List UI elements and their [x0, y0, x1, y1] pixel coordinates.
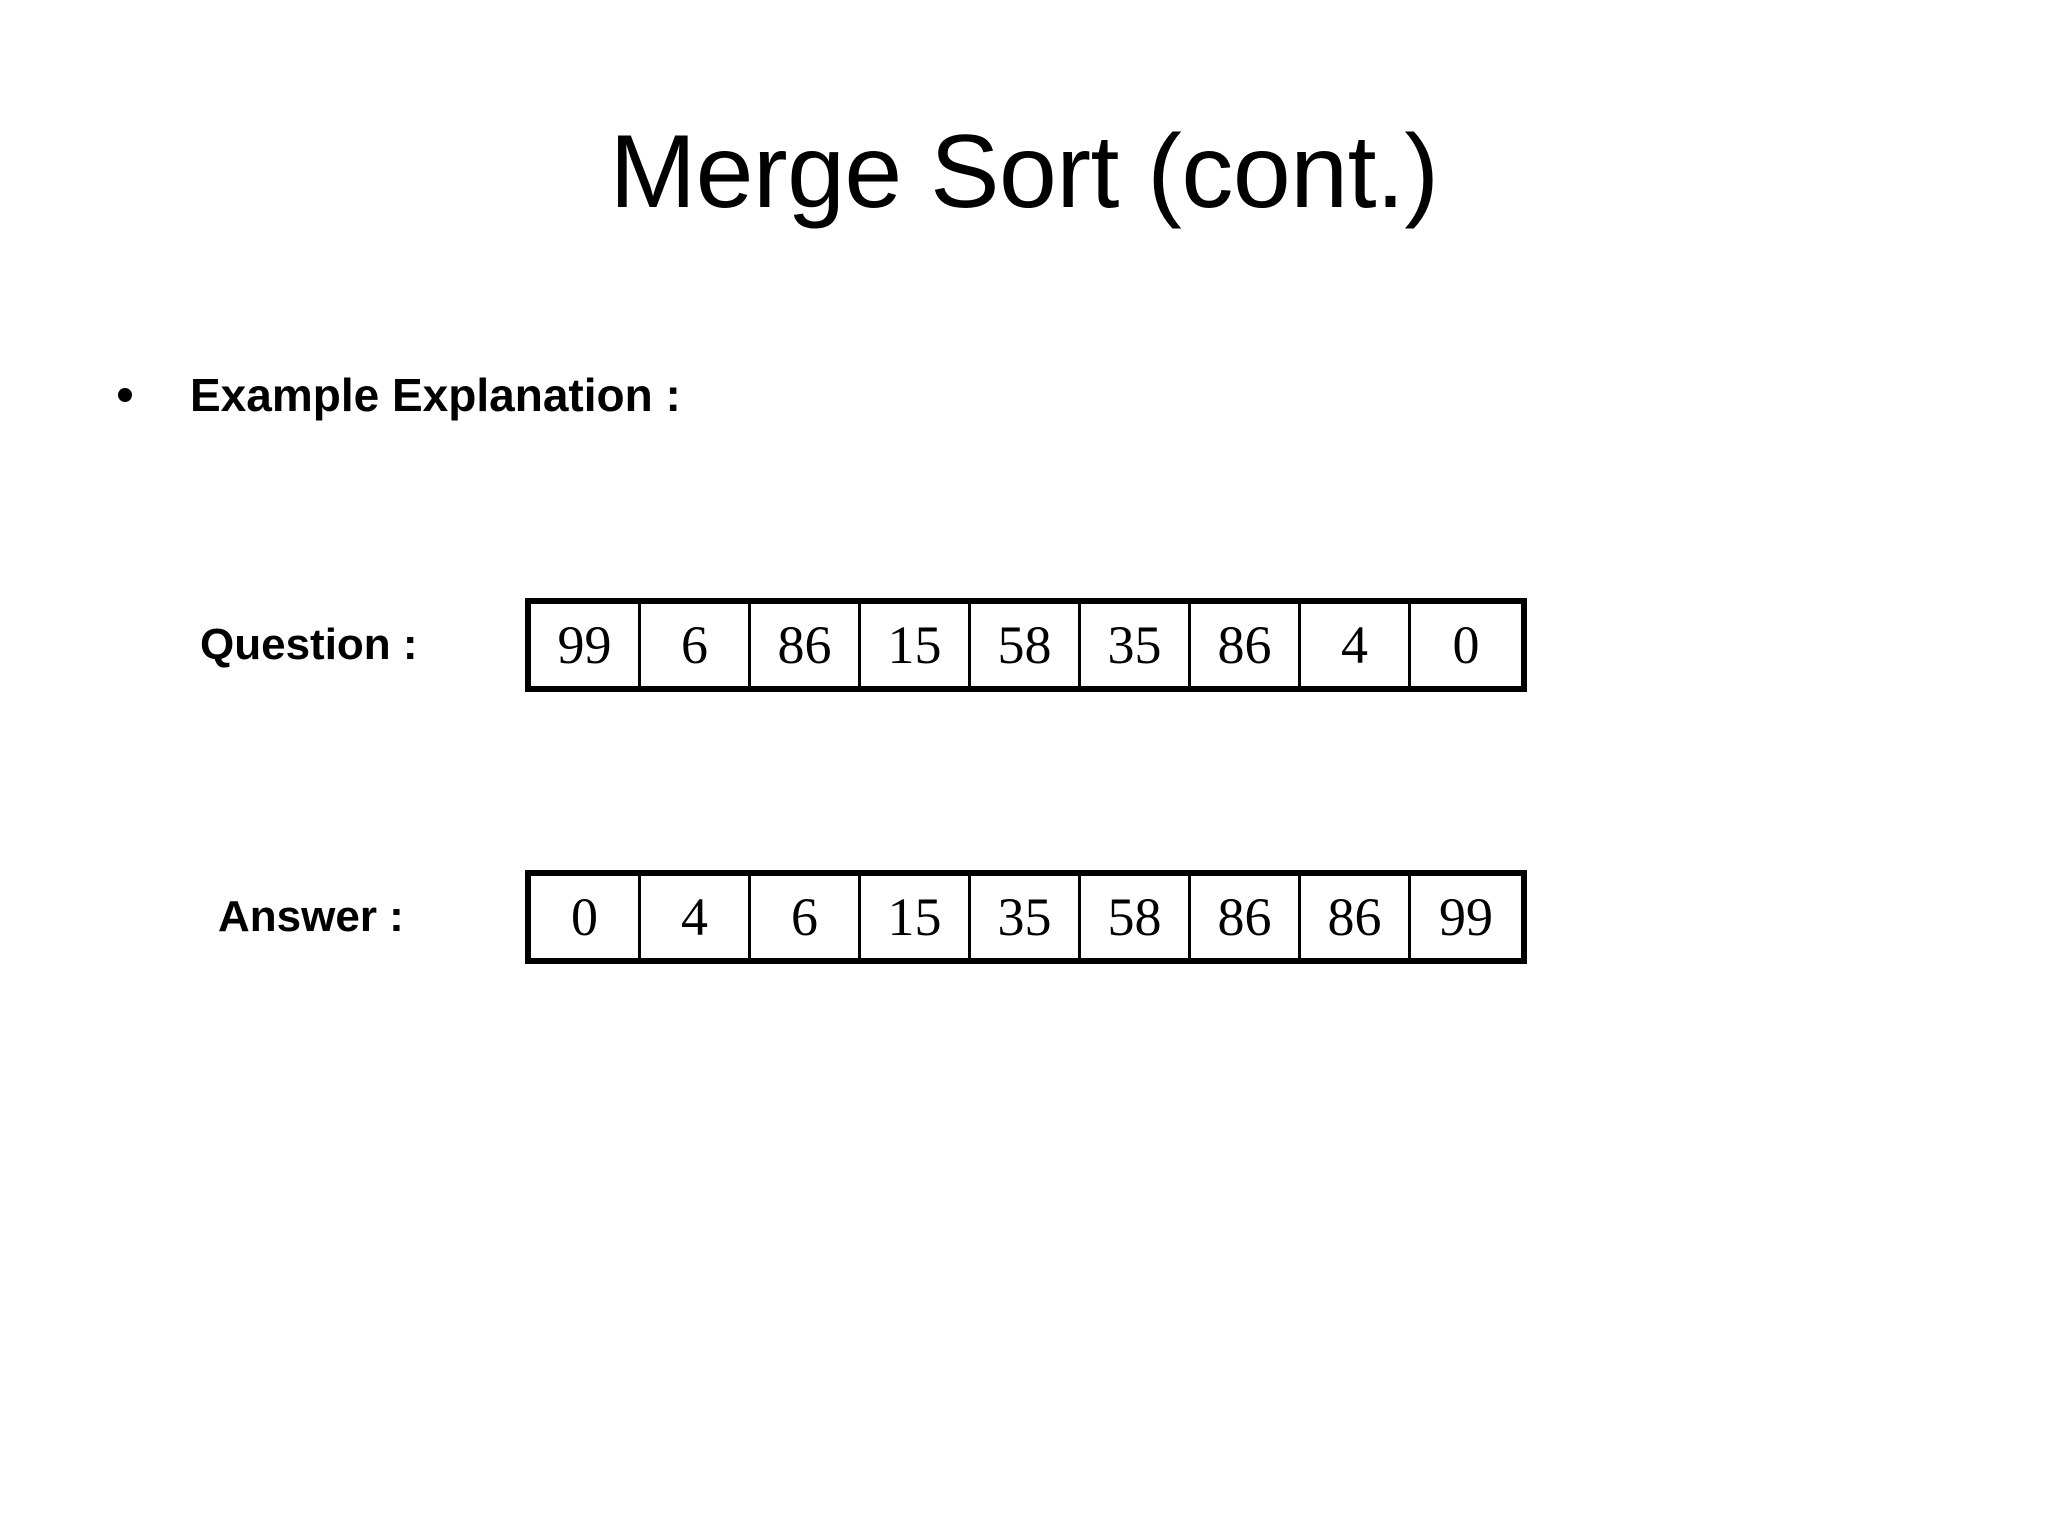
question-cell-0: 99 [531, 604, 641, 686]
bullet-list-item: Example Explanation : [118, 372, 681, 418]
question-cell-2: 86 [751, 604, 861, 686]
answer-label: Answer : [218, 892, 404, 941]
question-array-row: Question : 99 6 86 15 58 35 86 4 0 [200, 598, 1527, 692]
answer-cell-5: 58 [1081, 876, 1191, 958]
question-cell-3: 15 [861, 604, 971, 686]
bullet-dot-icon [118, 388, 132, 402]
question-label: Question : [200, 620, 418, 669]
question-cell-8: 0 [1411, 604, 1521, 686]
question-cell-1: 6 [641, 604, 751, 686]
question-cell-6: 86 [1191, 604, 1301, 686]
answer-cell-3: 15 [861, 876, 971, 958]
bullet-item-label: Example Explanation : [190, 369, 681, 421]
answer-cell-4: 35 [971, 876, 1081, 958]
answer-cell-7: 86 [1301, 876, 1411, 958]
question-cell-5: 35 [1081, 604, 1191, 686]
answer-array-row: Answer : 0 4 6 15 35 58 86 86 99 [218, 870, 1527, 964]
answer-cell-0: 0 [531, 876, 641, 958]
question-array-table: 99 6 86 15 58 35 86 4 0 [525, 598, 1527, 692]
question-cell-4: 58 [971, 604, 1081, 686]
answer-array-table: 0 4 6 15 35 58 86 86 99 [525, 870, 1527, 964]
answer-cell-8: 99 [1411, 876, 1521, 958]
answer-cell-1: 4 [641, 876, 751, 958]
answer-cell-2: 6 [751, 876, 861, 958]
page-title: Merge Sort (cont.) [609, 114, 1439, 230]
answer-cell-6: 86 [1191, 876, 1301, 958]
question-cell-7: 4 [1301, 604, 1411, 686]
